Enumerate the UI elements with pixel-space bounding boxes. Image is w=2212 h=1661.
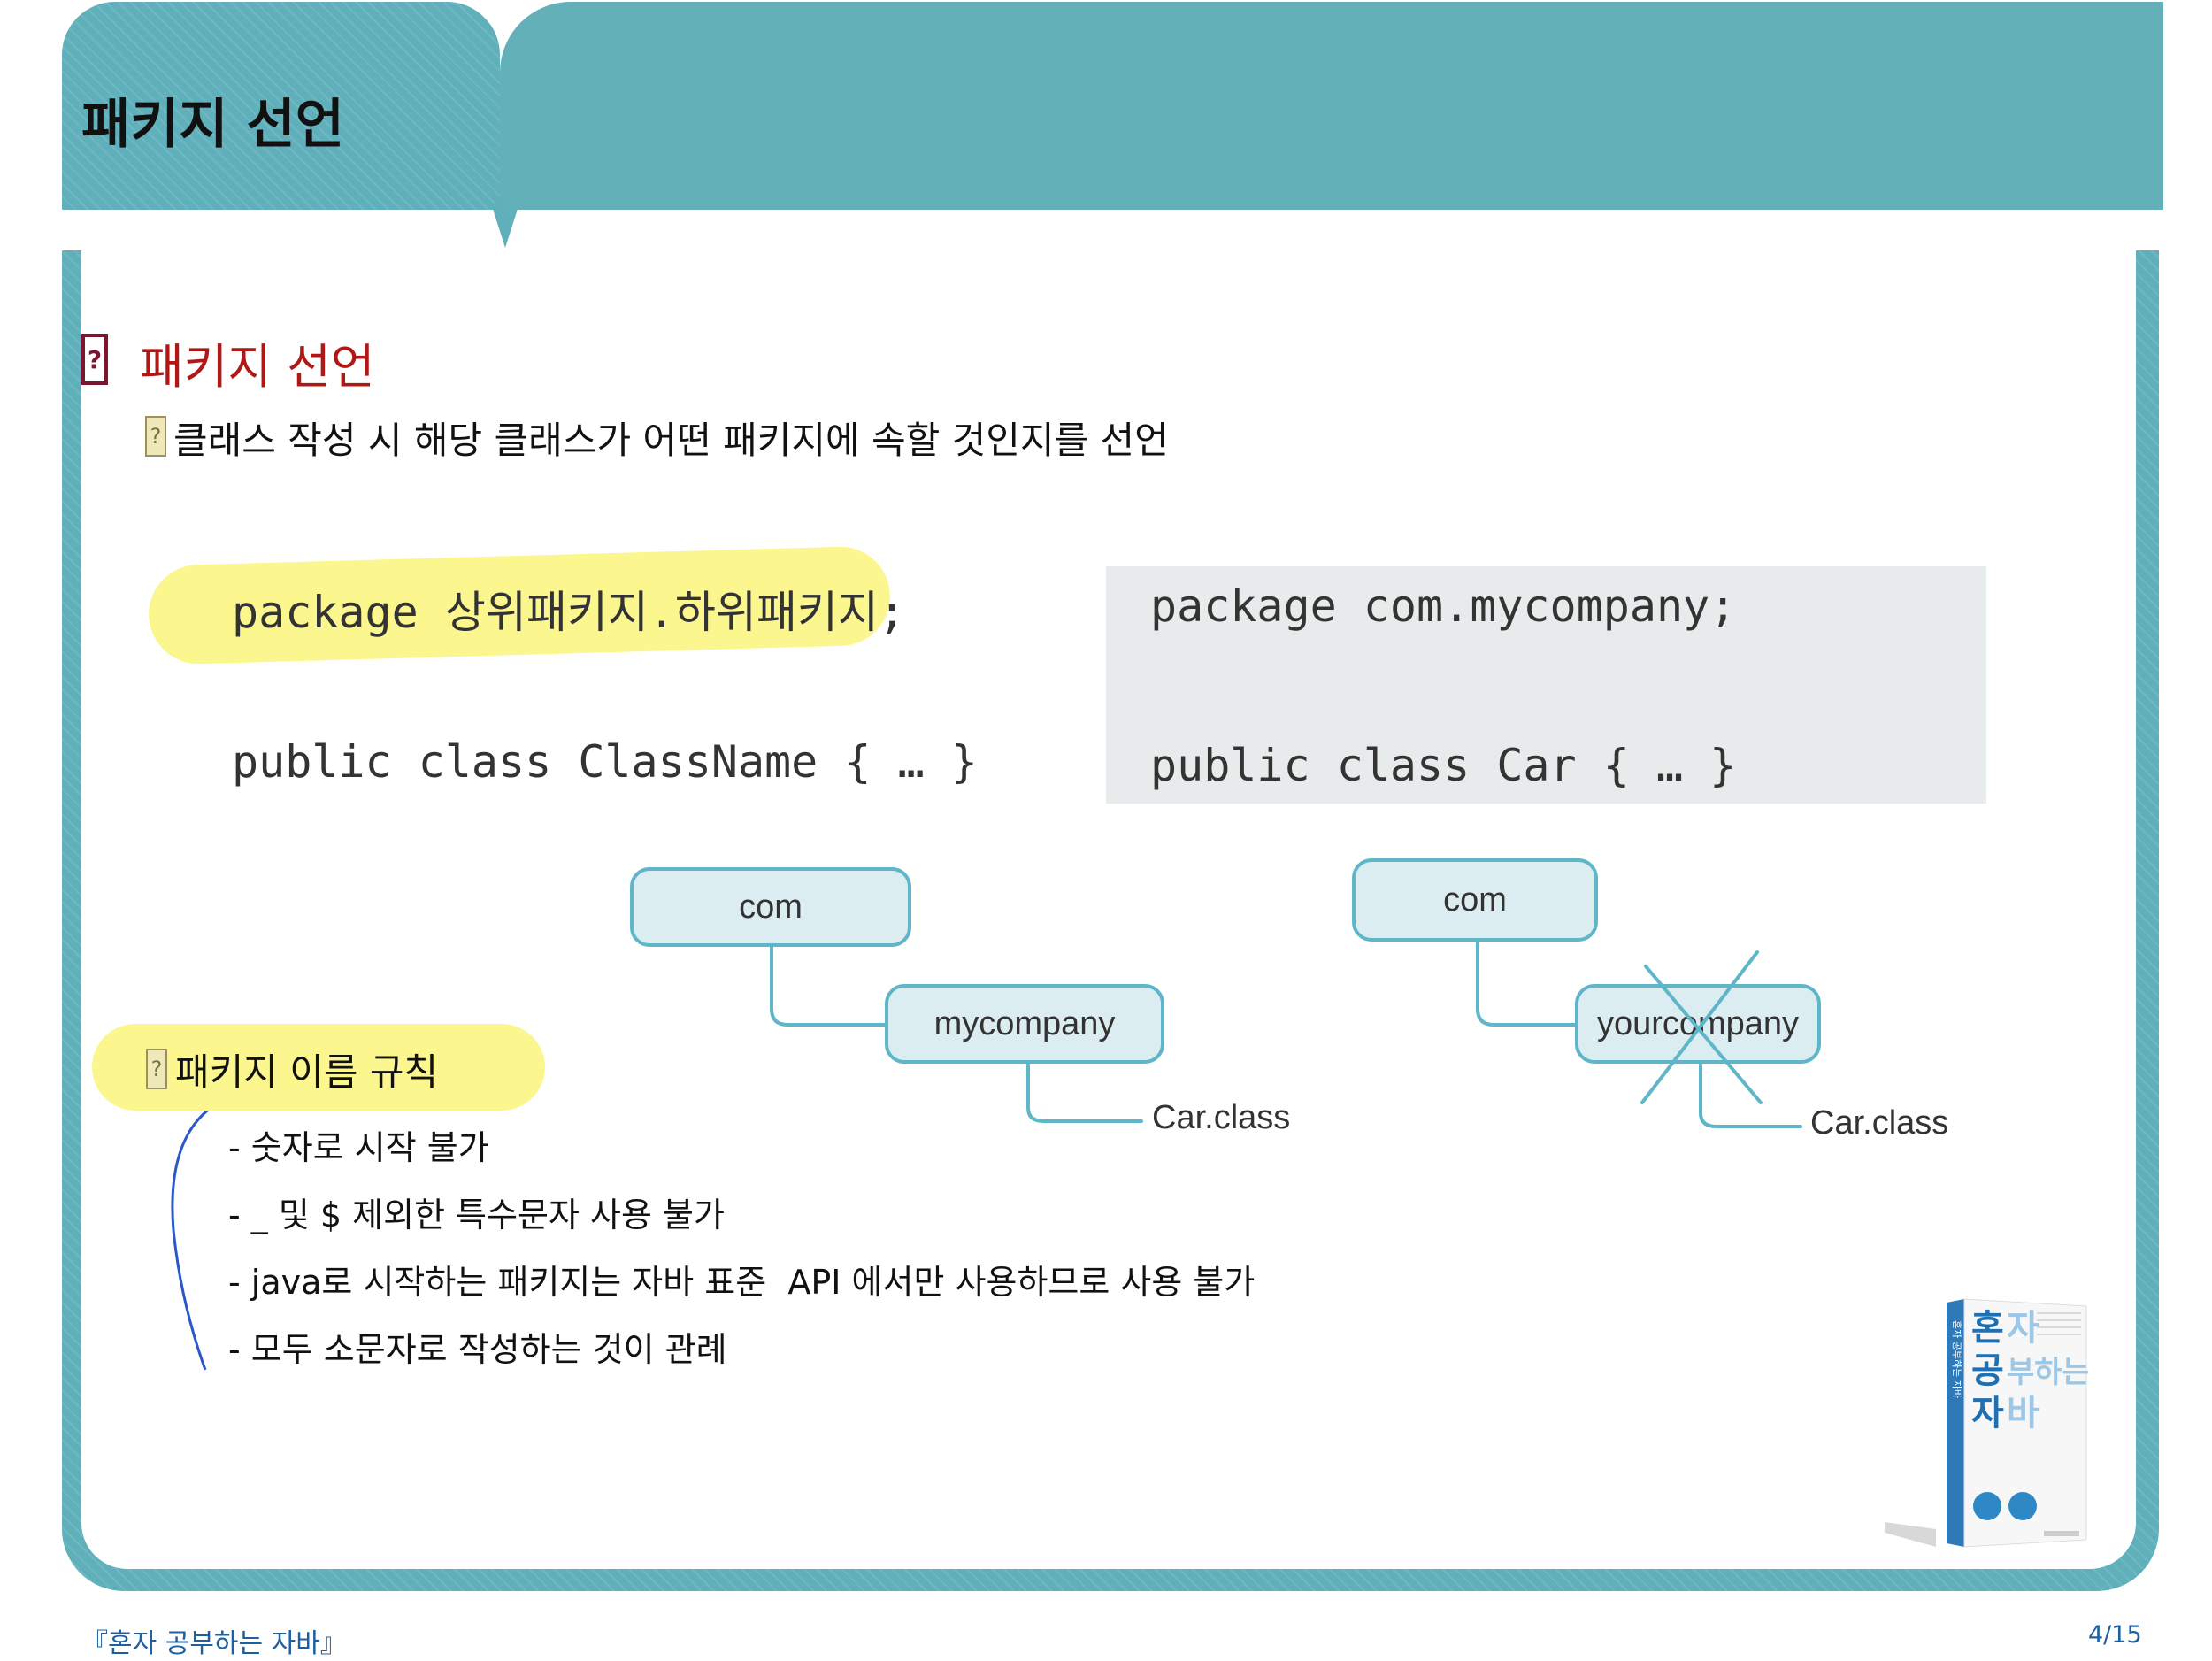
rule-item: - _ 및 $ 제외한 특수문자 사용 불가 — [228, 1196, 725, 1234]
page-number: 4/15 — [2088, 1621, 2142, 1649]
book-title-char: 부하는 — [2007, 1355, 2088, 1390]
header-bar — [500, 2, 2163, 210]
code-package-example: package com.mycompany; — [1150, 581, 1737, 632]
invalid-x-icon — [1640, 950, 1763, 1104]
rule-item: - 모두 소문자로 작성하는 것이 관례 — [228, 1330, 727, 1369]
book-spine-text: 혼자 공부하는 자바 — [1951, 1320, 1963, 1398]
book-title-char: 자 — [2007, 1308, 2039, 1349]
connector-mycompany-carclass — [1026, 1060, 1143, 1123]
code-package-syntax: package 상위패키지.하위패키지; — [232, 587, 906, 638]
tree-node-yourcompany: yourcompany — [1575, 984, 1821, 1064]
sub-bullet-icon: ? — [145, 416, 166, 457]
code-class-syntax: public class ClassName { … } — [232, 736, 978, 788]
rules-title: 패키지 이름 규칙 — [175, 1050, 439, 1094]
book-cover-image: 혼 자 공 부하는 자 바 혼자 공부하는 자바 — [1885, 1298, 2088, 1548]
connector-com-yourcompany — [1476, 938, 1577, 1027]
tree-node-mycompany: mycompany — [885, 984, 1164, 1064]
footer-book-title: 『혼자 공부하는 자바』 — [81, 1628, 347, 1659]
tree-node-com-2: com — [1352, 858, 1598, 942]
tree-leaf-carclass-2: Car.class — [1810, 1104, 1949, 1142]
code-class-example: public class Car { … } — [1150, 740, 1737, 791]
book-title-char: 공 — [1971, 1350, 2004, 1391]
rules-bullet-icon: ? — [146, 1049, 167, 1089]
rule-item: - java로 시작하는 패키지는 자바 표준 API 에서만 사용하므로 사용… — [228, 1263, 1256, 1302]
header-title-tab — [62, 2, 500, 210]
connector-com-mycompany — [770, 941, 887, 1027]
rules-bracket — [171, 1106, 211, 1371]
section-description: 클래스 작성 시 해당 클래스가 어떤 패키지에 속할 것인지를 선언 — [173, 419, 1169, 462]
tree-leaf-carclass: Car.class — [1152, 1099, 1291, 1136]
book-title-char: 혼 — [1971, 1308, 2004, 1349]
book-title-char: 자 — [1971, 1393, 2004, 1434]
page-title: 패키지 선언 — [81, 94, 344, 156]
bullet-icon: ? — [81, 334, 108, 385]
header-tab-notch — [491, 204, 519, 248]
book-title-char: 바 — [2007, 1393, 2039, 1434]
tree-node-com: com — [630, 867, 911, 947]
rules-highlight — [92, 1024, 545, 1111]
rule-item: - 숫자로 시작 불가 — [228, 1128, 489, 1167]
code-example-box — [1106, 566, 1986, 804]
section-title: 패키지 선언 — [140, 339, 375, 395]
connector-yourcompany-carclass — [1699, 1060, 1802, 1128]
content-area — [81, 250, 2136, 1569]
